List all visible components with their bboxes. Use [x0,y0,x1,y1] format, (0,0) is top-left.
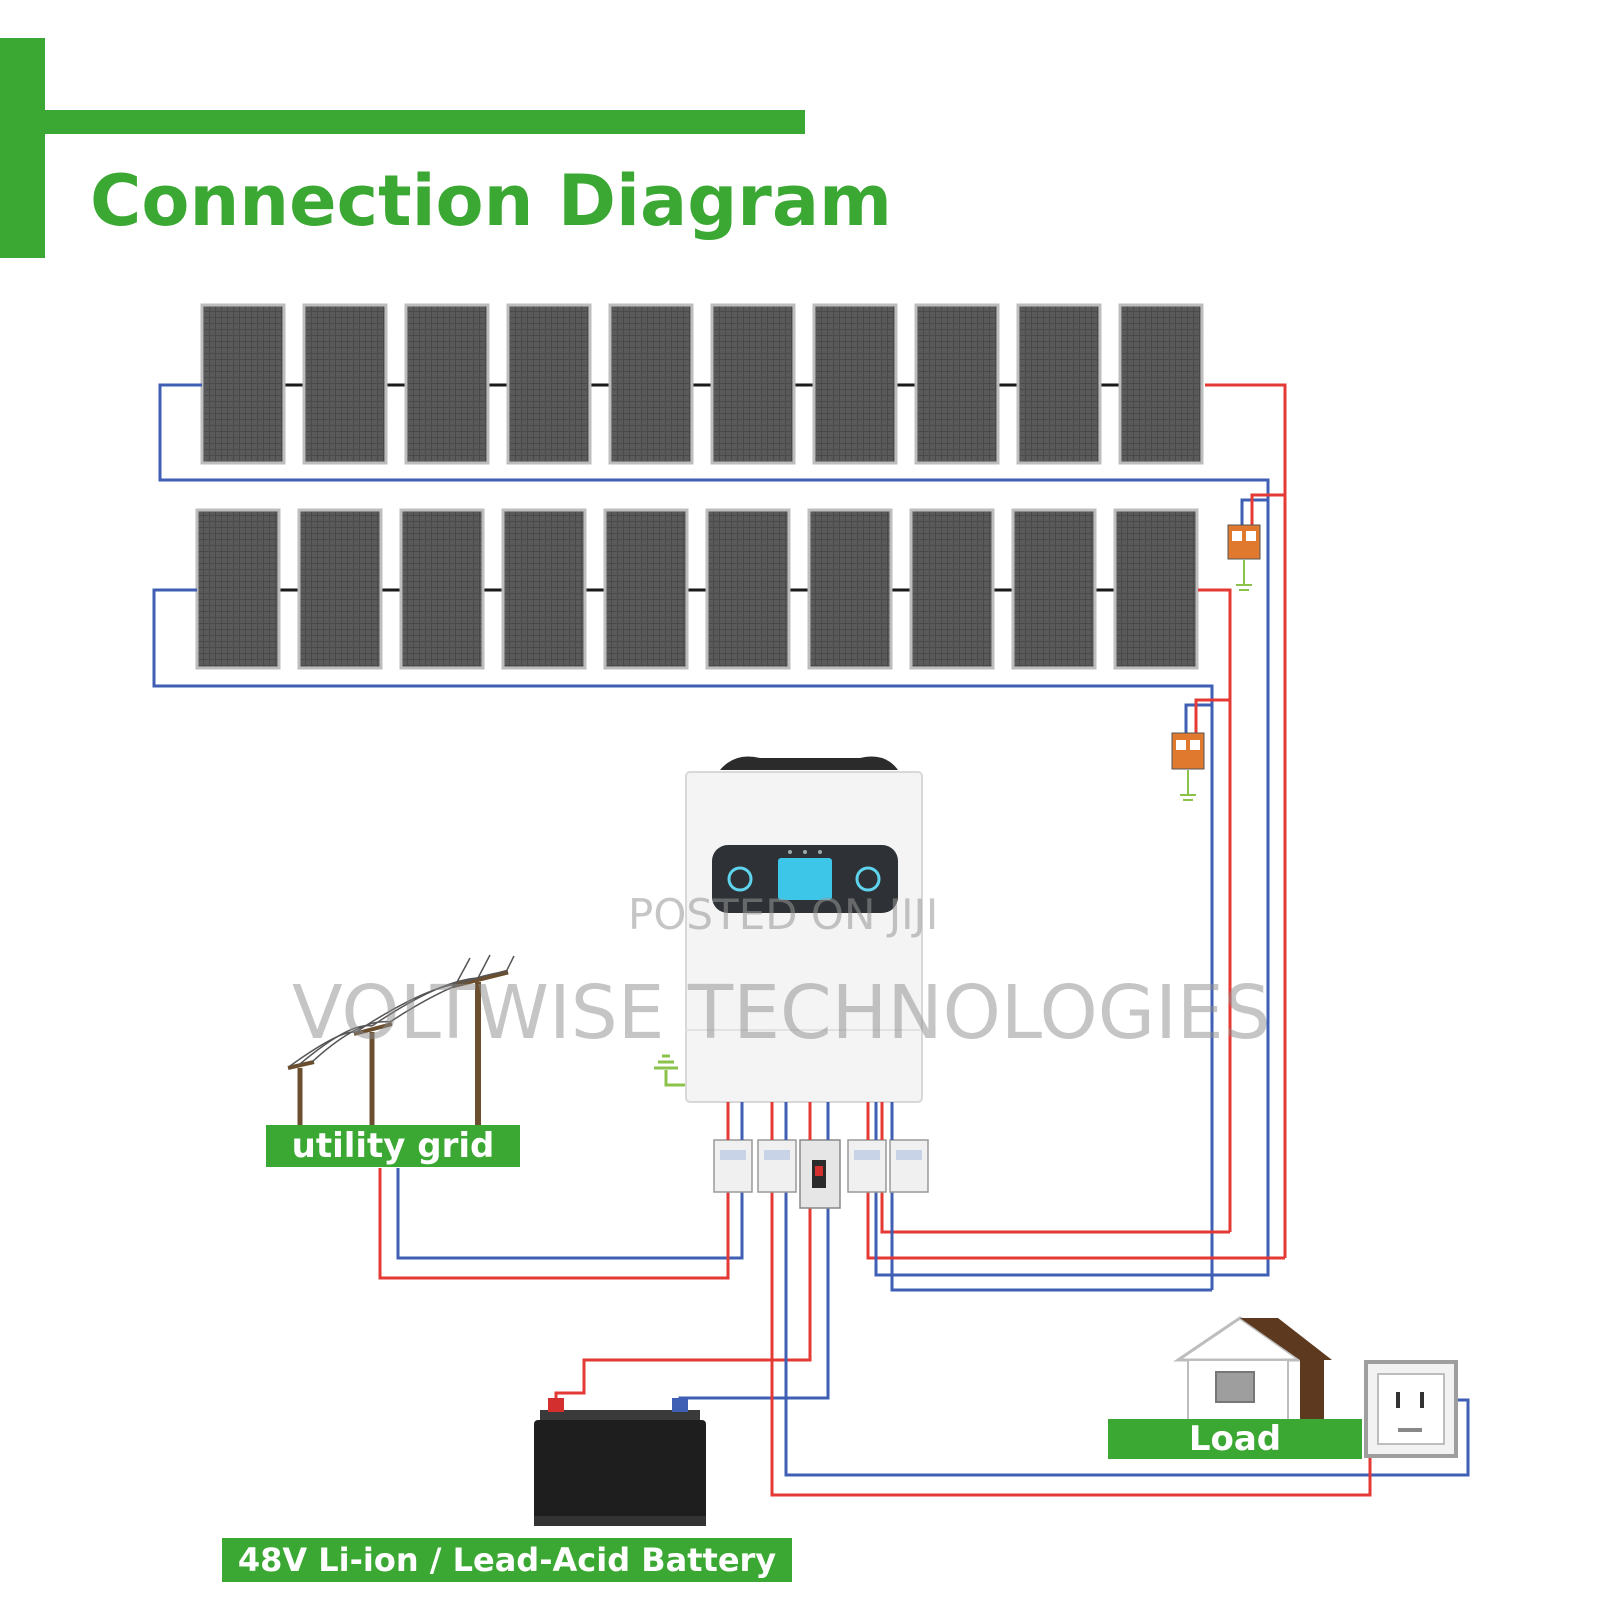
solar-panel [1113,508,1199,670]
solar-panel [909,508,995,670]
solar-panel [705,508,791,670]
house-icon [1173,1316,1332,1423]
utility-grid-label: utility grid [266,1125,520,1167]
page-title: Connection Diagram [90,160,892,242]
grid-wires [378,1168,744,1280]
solar-panel [195,508,281,670]
solar-panel [297,508,383,670]
pv-input-breakers [847,1139,929,1193]
solar-panel [1011,508,1097,670]
solar-panel [302,303,388,465]
utility-poles [287,954,515,1125]
pv-breaker-1 [1227,524,1261,591]
solar-panel [501,508,587,670]
solar-panel [506,303,592,465]
solar-panel [603,508,689,670]
inverter-output-wires [726,1102,894,1140]
inverter-pv-wires [866,1110,1285,1292]
solar-panel [914,303,1000,465]
hybrid-inverter [685,756,923,1103]
solar-panel [807,508,893,670]
row1-positive-wire [1205,383,1287,1258]
solar-panel [404,303,490,465]
header-horizontal-bar [45,110,805,134]
solar-panel [399,508,485,670]
row1-negative-wire [158,383,1270,1260]
solar-panel [812,303,898,465]
row2-positive-wire [1198,588,1232,1232]
solar-panel [608,303,694,465]
inverter-lcd-screen [778,858,832,900]
panel-string-wires [152,383,1287,1290]
solar-array-row-2 [195,508,1199,670]
load-socket-icon [1364,1360,1458,1458]
header-vertical-bar [0,38,45,258]
solar-panel [1118,303,1204,465]
battery-label: 48V Li-ion / Lead-Acid Battery [222,1538,792,1582]
inverter-mount-bracket [720,756,898,770]
solar-panel [710,303,796,465]
row2-negative-wire [152,588,1214,1290]
pv-breaker-2 [1171,732,1205,801]
battery-disconnect [799,1139,841,1209]
solar-array-row-1 [200,303,1204,465]
solar-panel [200,303,286,465]
watermark-posted: POSTED ON JIJI [628,890,939,939]
watermark-company: VOLTWISE TECHNOLOGIES [292,970,1271,1056]
ac-breakers [713,1139,797,1193]
load-label: Load [1108,1419,1362,1459]
battery-icon [534,1398,706,1526]
solar-panel [1016,303,1102,465]
